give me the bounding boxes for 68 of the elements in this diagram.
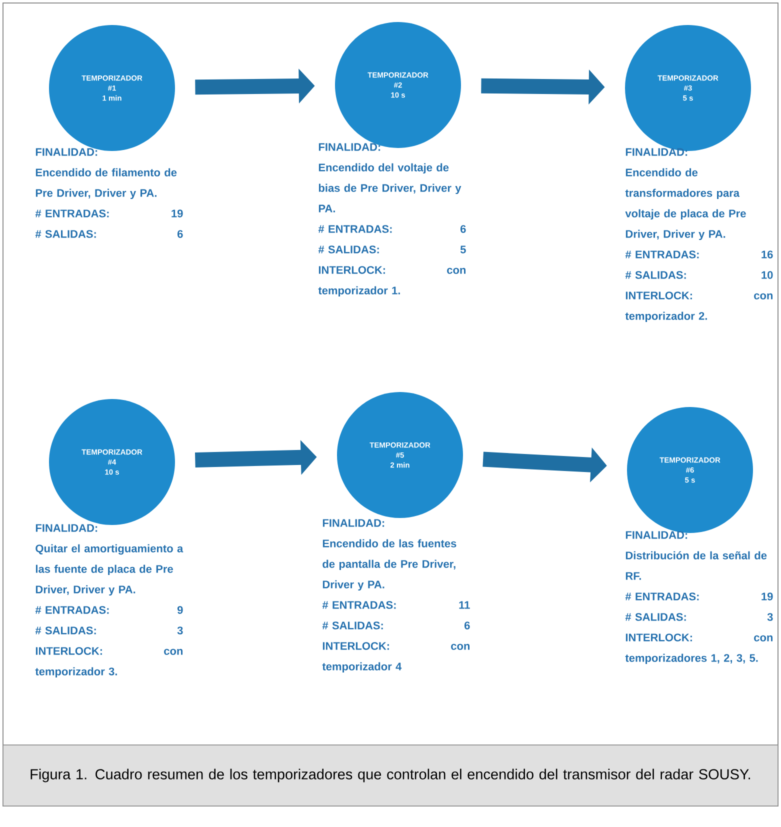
node-label: temporizador 1. bbox=[318, 286, 400, 297]
field-text: INTERLOCK: con temporizador 4 bbox=[322, 642, 470, 673]
description-text: Encendido de transformadores para voltaje de placa de Pre Driver, Driver y PA. bbox=[625, 168, 746, 240]
node-label: # ENTRADAS: bbox=[625, 250, 699, 258]
heading-text: FINALIDAD: bbox=[626, 148, 688, 156]
heading-text: FINALIDAD: bbox=[322, 519, 384, 527]
heading-text: FINALIDAD: bbox=[626, 531, 688, 539]
field-text: INTERLOCK: con temporizadores 1, 2, 3, 5. bbox=[625, 634, 773, 664]
node-label: 3 bbox=[177, 626, 183, 634]
description-text: Encendido de filamento de Pre Driver, Driver y PA. bbox=[36, 168, 177, 200]
node-label: # SALIDAS: bbox=[625, 613, 686, 621]
description-text: Quitar el amortiguamiento a las fuente de placa de Pre Driver, Driver y PA. bbox=[36, 544, 184, 596]
description-text: Encendido de las fuentes de pantalla de Pre Driver, Driver y PA. bbox=[322, 539, 456, 591]
field-text: INTERLOCK: con temporizador 3. bbox=[35, 647, 183, 678]
node-label: 5 bbox=[460, 246, 466, 254]
node-label: INTERLOCK: bbox=[318, 266, 385, 274]
node-label: # SALIDAS: bbox=[35, 626, 96, 634]
field-text: # ENTRADAS: 19 bbox=[625, 592, 773, 600]
field-text: # ENTRADAS: 16 bbox=[625, 250, 773, 258]
node-label: temporizadores 1, 2, 3, 5. bbox=[625, 654, 758, 664]
caption-text: Figura 1. Cuadro resumen de los temporizadores que controlan el encendido del transmisor del radar SOUSY. bbox=[2, 744, 778, 806]
node-label: temporizador 4 bbox=[322, 662, 402, 673]
node-label: INTERLOCK: bbox=[36, 647, 102, 655]
node-label: 19 bbox=[762, 592, 773, 600]
node-label: 10 bbox=[762, 271, 773, 279]
field-text: INTERLOCK: con temporizador 1. bbox=[318, 266, 466, 297]
node-label: con bbox=[754, 635, 773, 642]
node-label: 19 bbox=[172, 210, 183, 218]
node-label: 9 bbox=[177, 606, 183, 614]
node-label: # ENTRADAS: bbox=[35, 606, 109, 614]
node-label: 3 bbox=[767, 613, 773, 621]
node-label: con bbox=[451, 644, 470, 650]
field-text: # ENTRADAS: 9 bbox=[35, 606, 183, 614]
node-label: # ENTRADAS: bbox=[35, 210, 109, 218]
node-label: # ENTRADAS: bbox=[318, 225, 392, 233]
description-text: Encendido del voltaje de bias de Pre Driver, Driver y PA. bbox=[318, 163, 462, 212]
node-label: 6 bbox=[177, 230, 183, 238]
node-label: # SALIDAS: bbox=[322, 622, 383, 630]
node-label: # SALIDAS: bbox=[625, 271, 686, 279]
field-text: # ENTRADAS: 19 bbox=[35, 210, 183, 218]
node-label: INTERLOCK: bbox=[322, 642, 389, 650]
description-text: Distribución de la señal de RF. bbox=[626, 551, 767, 580]
node-label: # ENTRADAS: bbox=[625, 592, 699, 600]
field-text: # ENTRADAS: 11 bbox=[322, 601, 470, 609]
field-text: # SALIDAS: 10 bbox=[625, 271, 773, 279]
field-text: INTERLOCK: con temporizador 2. bbox=[625, 292, 773, 322]
node-label: con bbox=[447, 268, 466, 274]
field-text: # ENTRADAS: 6 bbox=[318, 225, 466, 233]
node-label: 6 bbox=[464, 622, 470, 630]
node-label: 16 bbox=[762, 250, 773, 258]
node-label: INTERLOCK: bbox=[626, 292, 692, 300]
node-label: con bbox=[754, 293, 773, 300]
heading-text: FINALIDAD: bbox=[36, 148, 98, 156]
node-label: # ENTRADAS: bbox=[322, 601, 396, 609]
heading-text: FINALIDAD: bbox=[36, 524, 98, 532]
node-label: INTERLOCK: bbox=[626, 634, 692, 642]
field-text: # SALIDAS: 3 bbox=[625, 613, 773, 621]
field-text: # SALIDAS: 6 bbox=[322, 622, 470, 630]
node-label: 6 bbox=[460, 225, 466, 233]
node-label: con bbox=[164, 648, 183, 655]
field-text: # SALIDAS: 3 bbox=[35, 626, 183, 634]
node-label: temporizador 3. bbox=[35, 667, 117, 678]
node-label: temporizador 2. bbox=[625, 312, 707, 322]
node-label: # SALIDAS: bbox=[35, 230, 96, 238]
field-text: # SALIDAS: 5 bbox=[318, 246, 466, 254]
node-label: 11 bbox=[459, 601, 470, 609]
field-text: # SALIDAS: 6 bbox=[35, 230, 183, 238]
node-label: # SALIDAS: bbox=[318, 246, 379, 254]
